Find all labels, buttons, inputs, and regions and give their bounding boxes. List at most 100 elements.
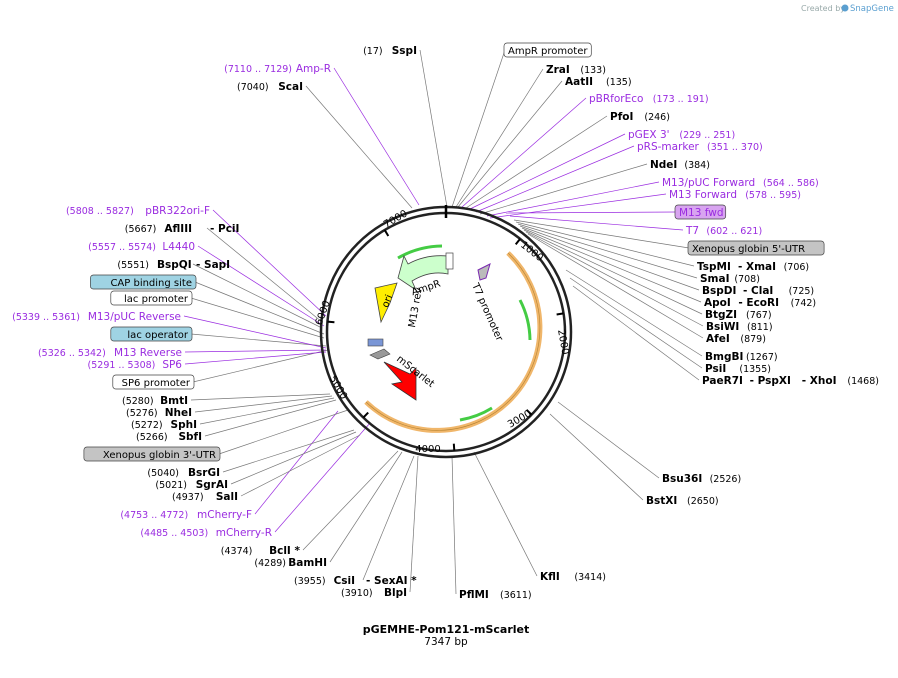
label-bsiwi: BsiWI(811) [706,321,773,333]
label-name: SbfI [178,431,202,443]
leader-line [199,397,335,425]
label-psii: PsiI(1355) [705,363,771,375]
leader-line [206,227,323,323]
label-scai: ScaI(7040) [237,81,303,93]
leader-line [451,49,506,208]
label-pbr322ori-f: pBR322ori-F(5808 .. 5827) [66,205,210,217]
tick-label: 1000 [518,240,545,264]
leader-line [565,269,703,357]
tick-label: 5000 [327,374,349,402]
leader-line [513,219,690,249]
label-sgrai: SgrAI (5021) [155,479,228,491]
ampr-promoter-block [445,252,454,270]
label-name: BtgZI [705,309,737,321]
label-name: AmpR promoter [508,46,588,57]
leader-line [505,211,677,214]
label-box [83,446,221,462]
t7-promoter-arrow [477,263,491,281]
label-position: (5021) [155,480,187,491]
label-prs-marker: pRS-marker(351 .. 370) [637,141,763,153]
leader-line [455,68,544,208]
leader-line [557,401,660,479]
label-bstxi: BstXI(2650) [646,495,719,507]
label-position: (5551) [117,260,149,271]
t7-promoter-label: T7 promoter [469,281,505,344]
label-name: PfoI [610,111,633,123]
label-name: T7 [685,225,699,237]
label-position: (133) [580,65,606,76]
label-position: (246) [644,112,670,123]
tick-mark [514,238,521,245]
label-sphi: SphI(5272) [131,419,197,431]
ori-label: ori [380,293,395,309]
leader-line [254,410,339,515]
label-name: SalI [216,491,238,503]
label-t7: T7(602 .. 621) [685,225,762,237]
label-sp6: SP6(5291 .. 5308) [88,359,183,371]
label-name: BsiWI [706,321,739,333]
label-position: (3910) [341,588,373,599]
ori-feature-arrow [374,282,398,324]
leader-line [222,429,355,473]
label-position: (5339 .. 5361) [12,312,80,323]
leader-line [479,163,648,215]
label-name: SphI [171,419,197,431]
created-by-text: Created by [801,4,845,13]
label-box [687,240,825,256]
label-alt-name: - EcoRI [738,297,779,309]
label-name: M13 Forward [669,189,737,201]
leader-line [509,215,684,231]
label-name: Xenopus globin 3'-UTR [103,450,216,461]
label-name: BamHI [288,557,327,569]
label-name: M13/pUC Reverse [88,311,181,323]
label-cap-site: CAP binding site [90,274,197,290]
label-position: (4753 .. 4772) [120,510,188,521]
leader-line [274,422,371,533]
leader-line [419,49,448,208]
label-name: BstXI [646,495,677,507]
label-alt-name: - SapI [196,259,230,271]
leader-line [517,223,698,279]
leader-line [475,145,635,213]
label-alt-name: - SexAI * [366,575,417,587]
mscarlet-feature-arrow [383,361,417,401]
snapgene-logo-text: SnapGene [850,4,894,14]
label-alt-name: - XhoI [802,375,837,387]
label-name: SgrAI [196,479,228,491]
label-position: (706) [784,262,810,273]
label-name: PflMI [459,589,489,601]
label-m13-fwd: M13 fwd [674,204,727,220]
label-mcherry-f: mCherry-F(4753 .. 4772) [120,509,252,521]
label-position: (5808 .. 5827) [66,206,134,217]
leader-line [465,115,608,209]
label-aatii: AatII(135) [565,76,632,88]
label-alt-name: - XmaI [738,261,776,273]
label-alt-name: - ClaI [743,285,773,297]
lacz-block [367,338,384,347]
label-box [503,42,592,58]
leader-line [525,231,704,327]
leader-line [183,315,327,349]
label-position: (3955) [294,576,326,587]
tick-mark [556,312,564,316]
label-name: BmgBI [705,351,743,363]
leader-line [333,67,420,206]
label-name: TspMI [697,261,731,273]
label-alt-name: - PspXI [750,375,791,387]
label-position: (4937) [172,492,204,503]
label-name: pGEX 3' [628,129,670,141]
label-name: ApoI [704,297,731,309]
label-position: (1267) [746,352,778,363]
leader-line [515,221,695,267]
label-name: lac operator [127,330,188,341]
label-afei: AfeI(879) [706,333,766,345]
label-position: (135) [606,77,632,88]
label-name: L4440 [162,241,195,253]
label-name: pRS-marker [637,141,700,153]
leader-line [240,434,361,497]
leader-line [194,281,325,335]
label-pfoi: PfoI (246) [610,111,670,123]
label-position: (5266) [136,432,168,443]
